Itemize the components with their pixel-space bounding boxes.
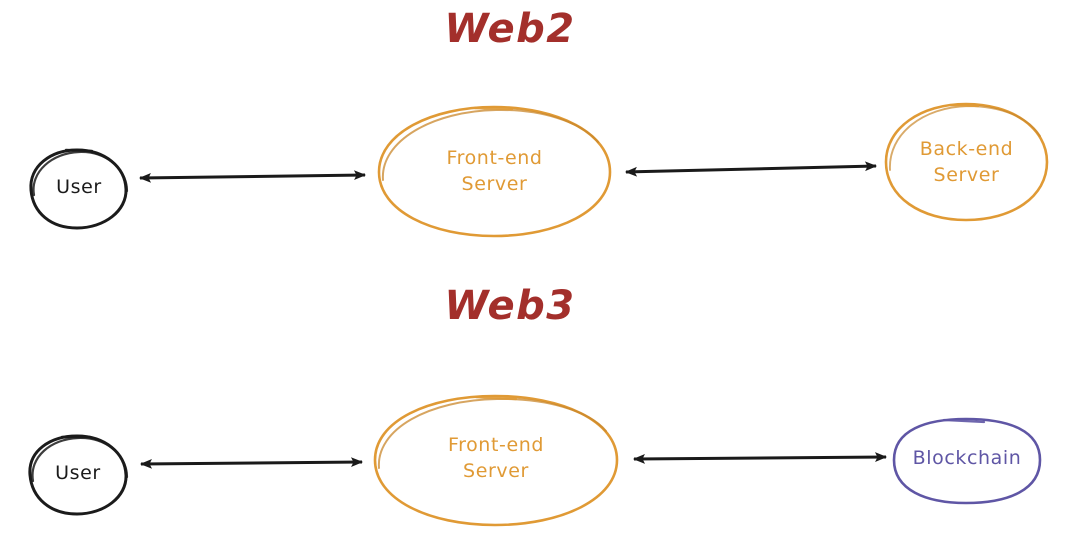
node-label-web2-frontend-line1: Front-end xyxy=(446,147,543,169)
section-title-web3: Web3 xyxy=(0,283,1020,329)
node-shape-sketch-tail xyxy=(474,395,518,401)
section-title-web2-text: Web2 xyxy=(444,6,576,52)
double-headed-arrow xyxy=(624,161,878,177)
section-web3 xyxy=(28,394,1042,527)
node-label-web2-frontend-line2: Server xyxy=(461,173,528,195)
section-title-web3-text: Web3 xyxy=(444,283,576,329)
node-label-web2-frontend: Front-end Server xyxy=(379,145,610,197)
node-label-web2-backend: Back-end Server xyxy=(886,136,1047,188)
node-shape-sketch-tail xyxy=(942,418,986,424)
node-label-web2-user: User xyxy=(31,176,127,198)
connection-web2-user-frontend[interactable] xyxy=(138,170,367,183)
node-web3-frontend[interactable] xyxy=(373,394,619,527)
node-shape-sketch-tail xyxy=(948,103,980,108)
node-label-web3-user-text: User xyxy=(55,462,101,484)
node-shape-sketch-tail xyxy=(64,148,94,153)
section-title-web2: Web2 xyxy=(0,6,1020,52)
node-web2-backend[interactable] xyxy=(884,102,1049,222)
node-web3-blockchain[interactable] xyxy=(892,417,1042,505)
node-label-web3-frontend: Front-end Server xyxy=(375,432,617,484)
node-label-web2-backend-line2: Server xyxy=(933,164,1000,186)
connection-web3-frontend-blockchain[interactable] xyxy=(632,452,888,464)
node-label-web2-backend-line1: Back-end xyxy=(919,138,1014,160)
node-web2-frontend[interactable] xyxy=(377,105,612,238)
section-web2 xyxy=(29,102,1049,238)
node-label-web3-user: User xyxy=(30,462,126,484)
node-web3-user[interactable] xyxy=(28,434,129,516)
node-shape-sketch-overstroke xyxy=(32,150,129,197)
connection-web2-frontend-backend[interactable] xyxy=(624,161,878,177)
node-label-web3-frontend-line1: Front-end xyxy=(447,434,545,456)
node-label-web3-blockchain: Blockchain xyxy=(894,447,1040,469)
double-headed-arrow xyxy=(632,452,888,464)
node-shape-sketch-overstroke xyxy=(381,108,599,181)
node-shape-ellipse xyxy=(884,102,1049,222)
node-shape-ellipse xyxy=(377,105,612,238)
double-headed-arrow xyxy=(139,457,364,469)
double-headed-arrow xyxy=(138,170,367,183)
node-label-web2-user-text: User xyxy=(56,176,102,198)
node-shape-ellipse xyxy=(892,417,1042,505)
node-shape-ellipse xyxy=(373,394,619,527)
connection-web3-user-frontend[interactable] xyxy=(139,457,364,469)
node-label-web3-frontend-line2: Server xyxy=(463,460,529,482)
node-web2-user[interactable] xyxy=(29,148,129,230)
node-label-web3-blockchain-text: Blockchain xyxy=(912,447,1022,469)
node-shape-sketch-tail xyxy=(473,106,514,111)
